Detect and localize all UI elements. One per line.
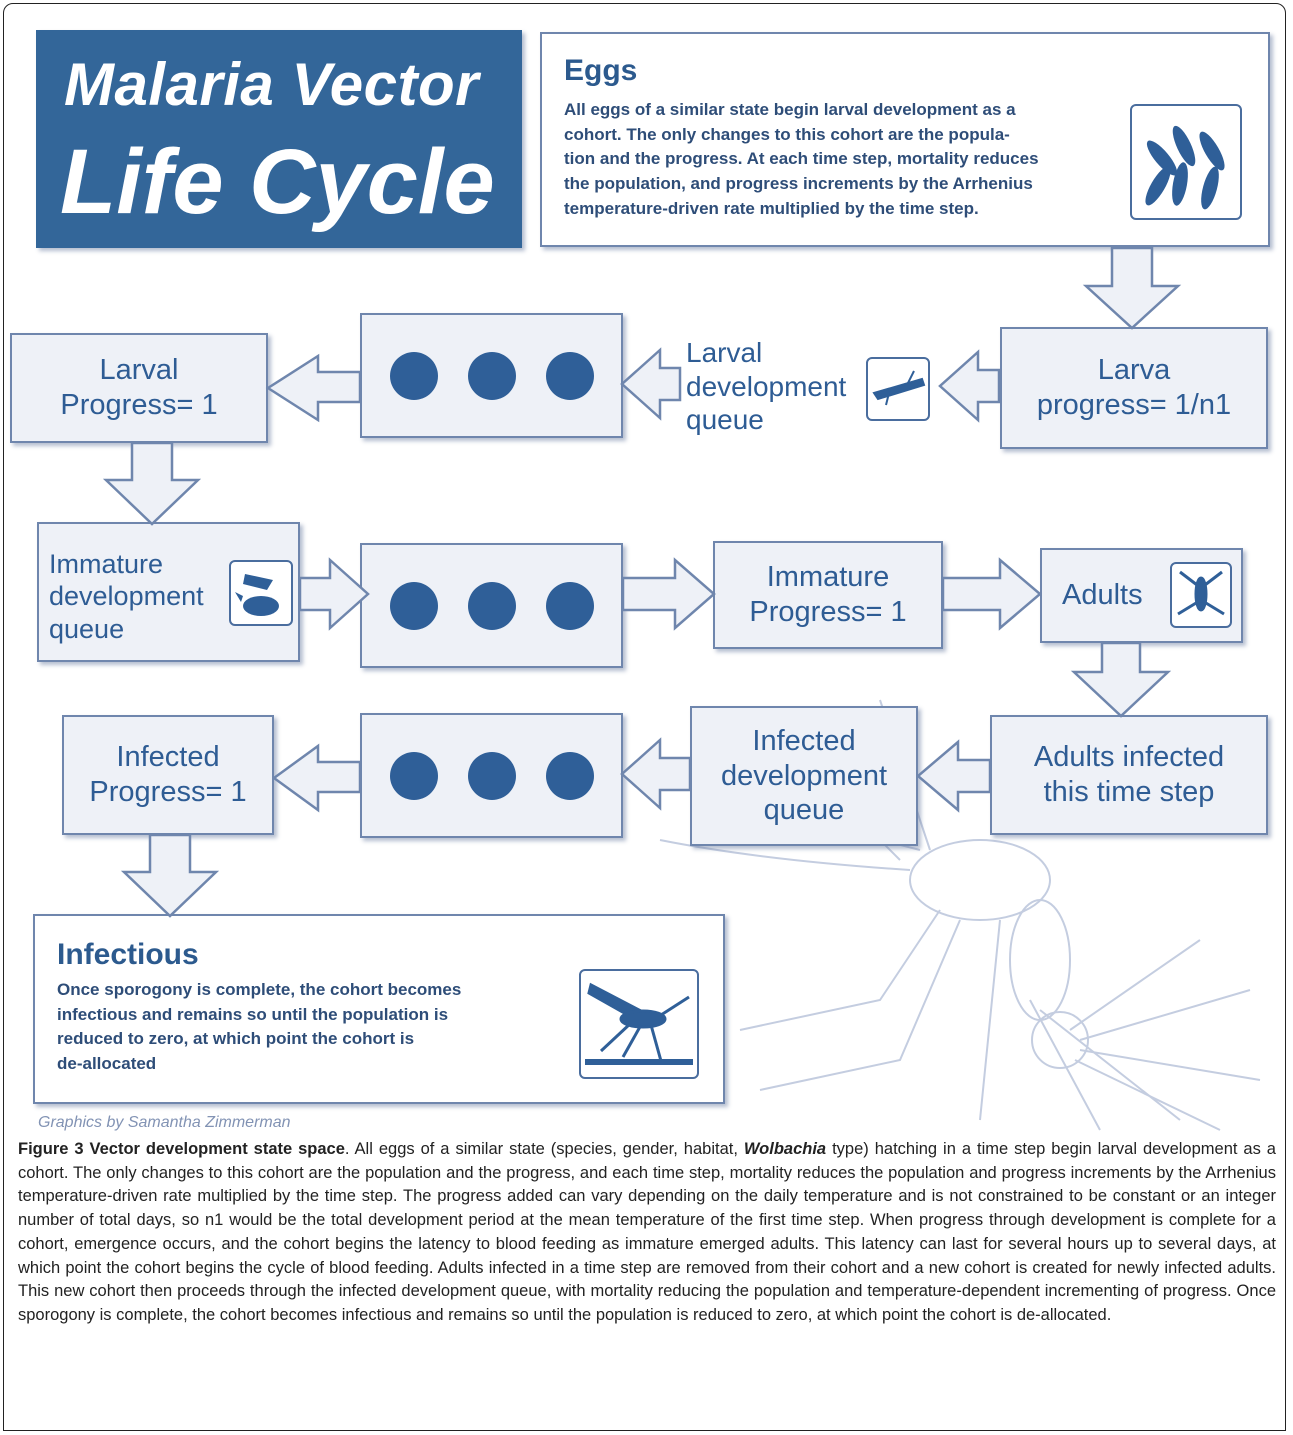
arrow-dots-to-immature-progress	[623, 560, 714, 628]
arrow-dots-to-infected-progress	[274, 746, 360, 810]
figure-caption: Figure 3 Vector development state space.…	[18, 1138, 1276, 1328]
arrow-adults-to-infected	[1074, 643, 1168, 716]
arrow-infected-to-infectious	[124, 835, 216, 916]
arrow-immature-to-adults	[943, 560, 1040, 628]
flow-arrows	[0, 0, 1293, 1135]
arrow-immature-queue-to-dots	[300, 560, 368, 628]
arrow-larval-to-immature	[106, 443, 198, 524]
arrow-adults-infected-to-queue	[918, 742, 990, 810]
caption-text-2: type) hatching in a time step begin larv…	[18, 1140, 1276, 1324]
graphics-credit: Graphics by Samantha Zimmerman	[38, 1114, 291, 1132]
arrow-infected-queue-to-dots	[622, 740, 690, 808]
caption-label: Figure 3 Vector development state space	[18, 1140, 345, 1158]
arrow-eggs-to-larva	[1086, 248, 1178, 328]
arrow-dots-to-larval-progress	[268, 356, 360, 420]
caption-italic: Wolbachia	[744, 1140, 826, 1158]
arrow-queue-to-dots	[622, 350, 680, 418]
arrow-larva-to-queue	[940, 352, 999, 420]
caption-text-1: . All eggs of a similar state (species, …	[345, 1140, 744, 1158]
